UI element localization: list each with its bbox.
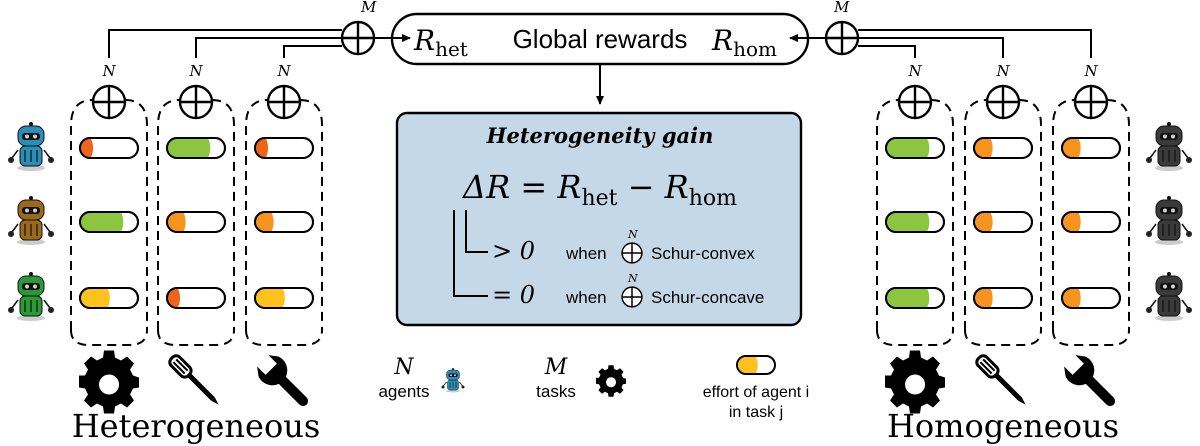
case2-oplus-icon	[621, 286, 643, 308]
right-agent-1-robot-icon	[1146, 122, 1192, 171]
right-connectors	[858, 29, 1092, 58]
left-effort-r2-c2	[166, 211, 226, 233]
left-effort-r1-c3	[254, 137, 314, 159]
case2-op-n: N	[627, 272, 638, 285]
right-effort-r1-c1	[885, 137, 945, 159]
left-column-2-aggregator-icon	[178, 84, 214, 120]
right-column-3-aggregator-icon	[1073, 84, 1109, 120]
right-task-wrench-icon	[1059, 350, 1125, 416]
right-effort-r3-c3	[1061, 287, 1121, 309]
legend: N agents M tasks effort of agent i in ta…	[378, 355, 809, 421]
case1-when: when	[565, 244, 607, 263]
aggregator-left-top-m: M	[360, 0, 377, 16]
legend-effort-line1: effort of agent i	[703, 384, 809, 401]
right-effort-r1-c2	[973, 137, 1033, 159]
legend-gear-icon	[596, 365, 626, 397]
left-effort-r3-c2	[166, 287, 226, 309]
right-effort-r3-c2	[973, 287, 1033, 309]
global-rewards-label: Global rewards	[513, 24, 688, 54]
left-connectors	[108, 29, 342, 58]
left-task-gear-icon	[79, 350, 139, 414]
right-column-2-aggregator-icon	[985, 84, 1021, 120]
legend-tasks-label: tasks	[536, 382, 576, 401]
legend-effort-fill	[738, 357, 758, 373]
left-task-wrench-icon	[252, 350, 318, 416]
left-column-3-aggregator-icon	[266, 84, 302, 120]
global-rewards-pill: Global rewards Rhet Rhom	[390, 12, 810, 66]
r-hom-label: Rhom	[711, 24, 777, 61]
case2-property: Schur-concave	[651, 288, 764, 307]
right-effort-r3-c1	[885, 287, 945, 309]
legend-agents: N agents	[378, 355, 465, 401]
legend-agent-robot	[441, 368, 465, 393]
right-effort-r2-c2	[973, 211, 1033, 233]
case1-op-n: N	[627, 228, 638, 241]
legend-agents-symbol: N	[393, 355, 414, 380]
right-column-1-n-label: N	[907, 62, 922, 80]
left-column-1-aggregator-icon	[91, 84, 127, 120]
left-effort-r1-c1	[79, 137, 139, 159]
aggregator-left-top-icon	[340, 20, 376, 56]
left-task-screwdriver-icon	[166, 352, 225, 411]
right-effort-r2-c3	[1061, 211, 1121, 233]
right-task-gear-icon	[885, 350, 945, 414]
left-column-3-n-label: N	[276, 62, 291, 80]
aggregator-right-top-m: M	[833, 0, 850, 16]
right-column-3-n-label: N	[1083, 62, 1098, 80]
case-brackets	[453, 210, 488, 297]
right-column-1-aggregator-icon	[897, 84, 933, 120]
case2-relation: = 0	[492, 281, 535, 309]
case2-when: when	[565, 288, 607, 307]
case-schur-convex: > 0 when N Schur-convex	[492, 228, 755, 265]
left-effort-r2-c1	[79, 211, 139, 233]
legend-effort: effort of agent i in task j	[703, 355, 809, 421]
case1-property: Schur-convex	[651, 244, 755, 263]
right-agent-3-robot-icon	[1146, 272, 1192, 321]
left-column-1-group	[70, 99, 148, 330]
case1-relation: > 0	[492, 237, 535, 265]
legend-effort-line2: in task j	[729, 404, 783, 421]
case1-oplus-icon	[621, 242, 643, 264]
case-schur-concave: = 0 when N Schur-concave	[492, 272, 764, 309]
left-effort-r3-c3	[254, 287, 314, 309]
right-column-1-group	[876, 99, 954, 330]
r-het-label: Rhet	[413, 24, 468, 61]
left-agent-1-robot-icon	[8, 122, 54, 171]
left-agent-3-robot-icon	[8, 272, 54, 321]
legend-tasks: M tasks	[536, 355, 626, 401]
right-task-screwdriver-icon	[973, 352, 1032, 411]
legend-tasks-symbol: M	[544, 355, 568, 380]
left-column-2-n-label: N	[188, 62, 203, 80]
gain-equation: ΔR = Rhet − Rhom	[461, 168, 737, 211]
right-effort-r1-c3	[1061, 137, 1121, 159]
heterogeneous-title: Heterogeneous	[72, 407, 320, 445]
legend-robot-icon	[441, 368, 465, 393]
right-column-2-group	[964, 99, 1042, 330]
left-effort-r2-c3	[254, 211, 314, 233]
right-column-2-n-label: N	[995, 62, 1010, 80]
left-agent-2-robot-icon	[8, 196, 54, 245]
left-column-1-n-label: N	[101, 62, 116, 80]
aggregator-right-top-icon	[824, 20, 860, 56]
left-effort-r3-c1	[79, 287, 139, 309]
legend-agents-label: agents	[378, 382, 429, 401]
right-agent-2-robot-icon	[1146, 196, 1192, 245]
heterogeneity-gain-box: Heterogeneity gain ΔR = Rhet − Rhom > 0 …	[395, 111, 803, 327]
right-effort-r2-c1	[885, 211, 945, 233]
left-column-2-group	[157, 99, 235, 330]
left-column-3-group	[245, 99, 323, 330]
gain-title: Heterogeneity gain	[486, 123, 714, 148]
left-effort-r1-c2	[166, 137, 226, 159]
homogeneous-title: Homogeneous	[887, 407, 1119, 445]
right-column-3-group	[1052, 99, 1130, 330]
